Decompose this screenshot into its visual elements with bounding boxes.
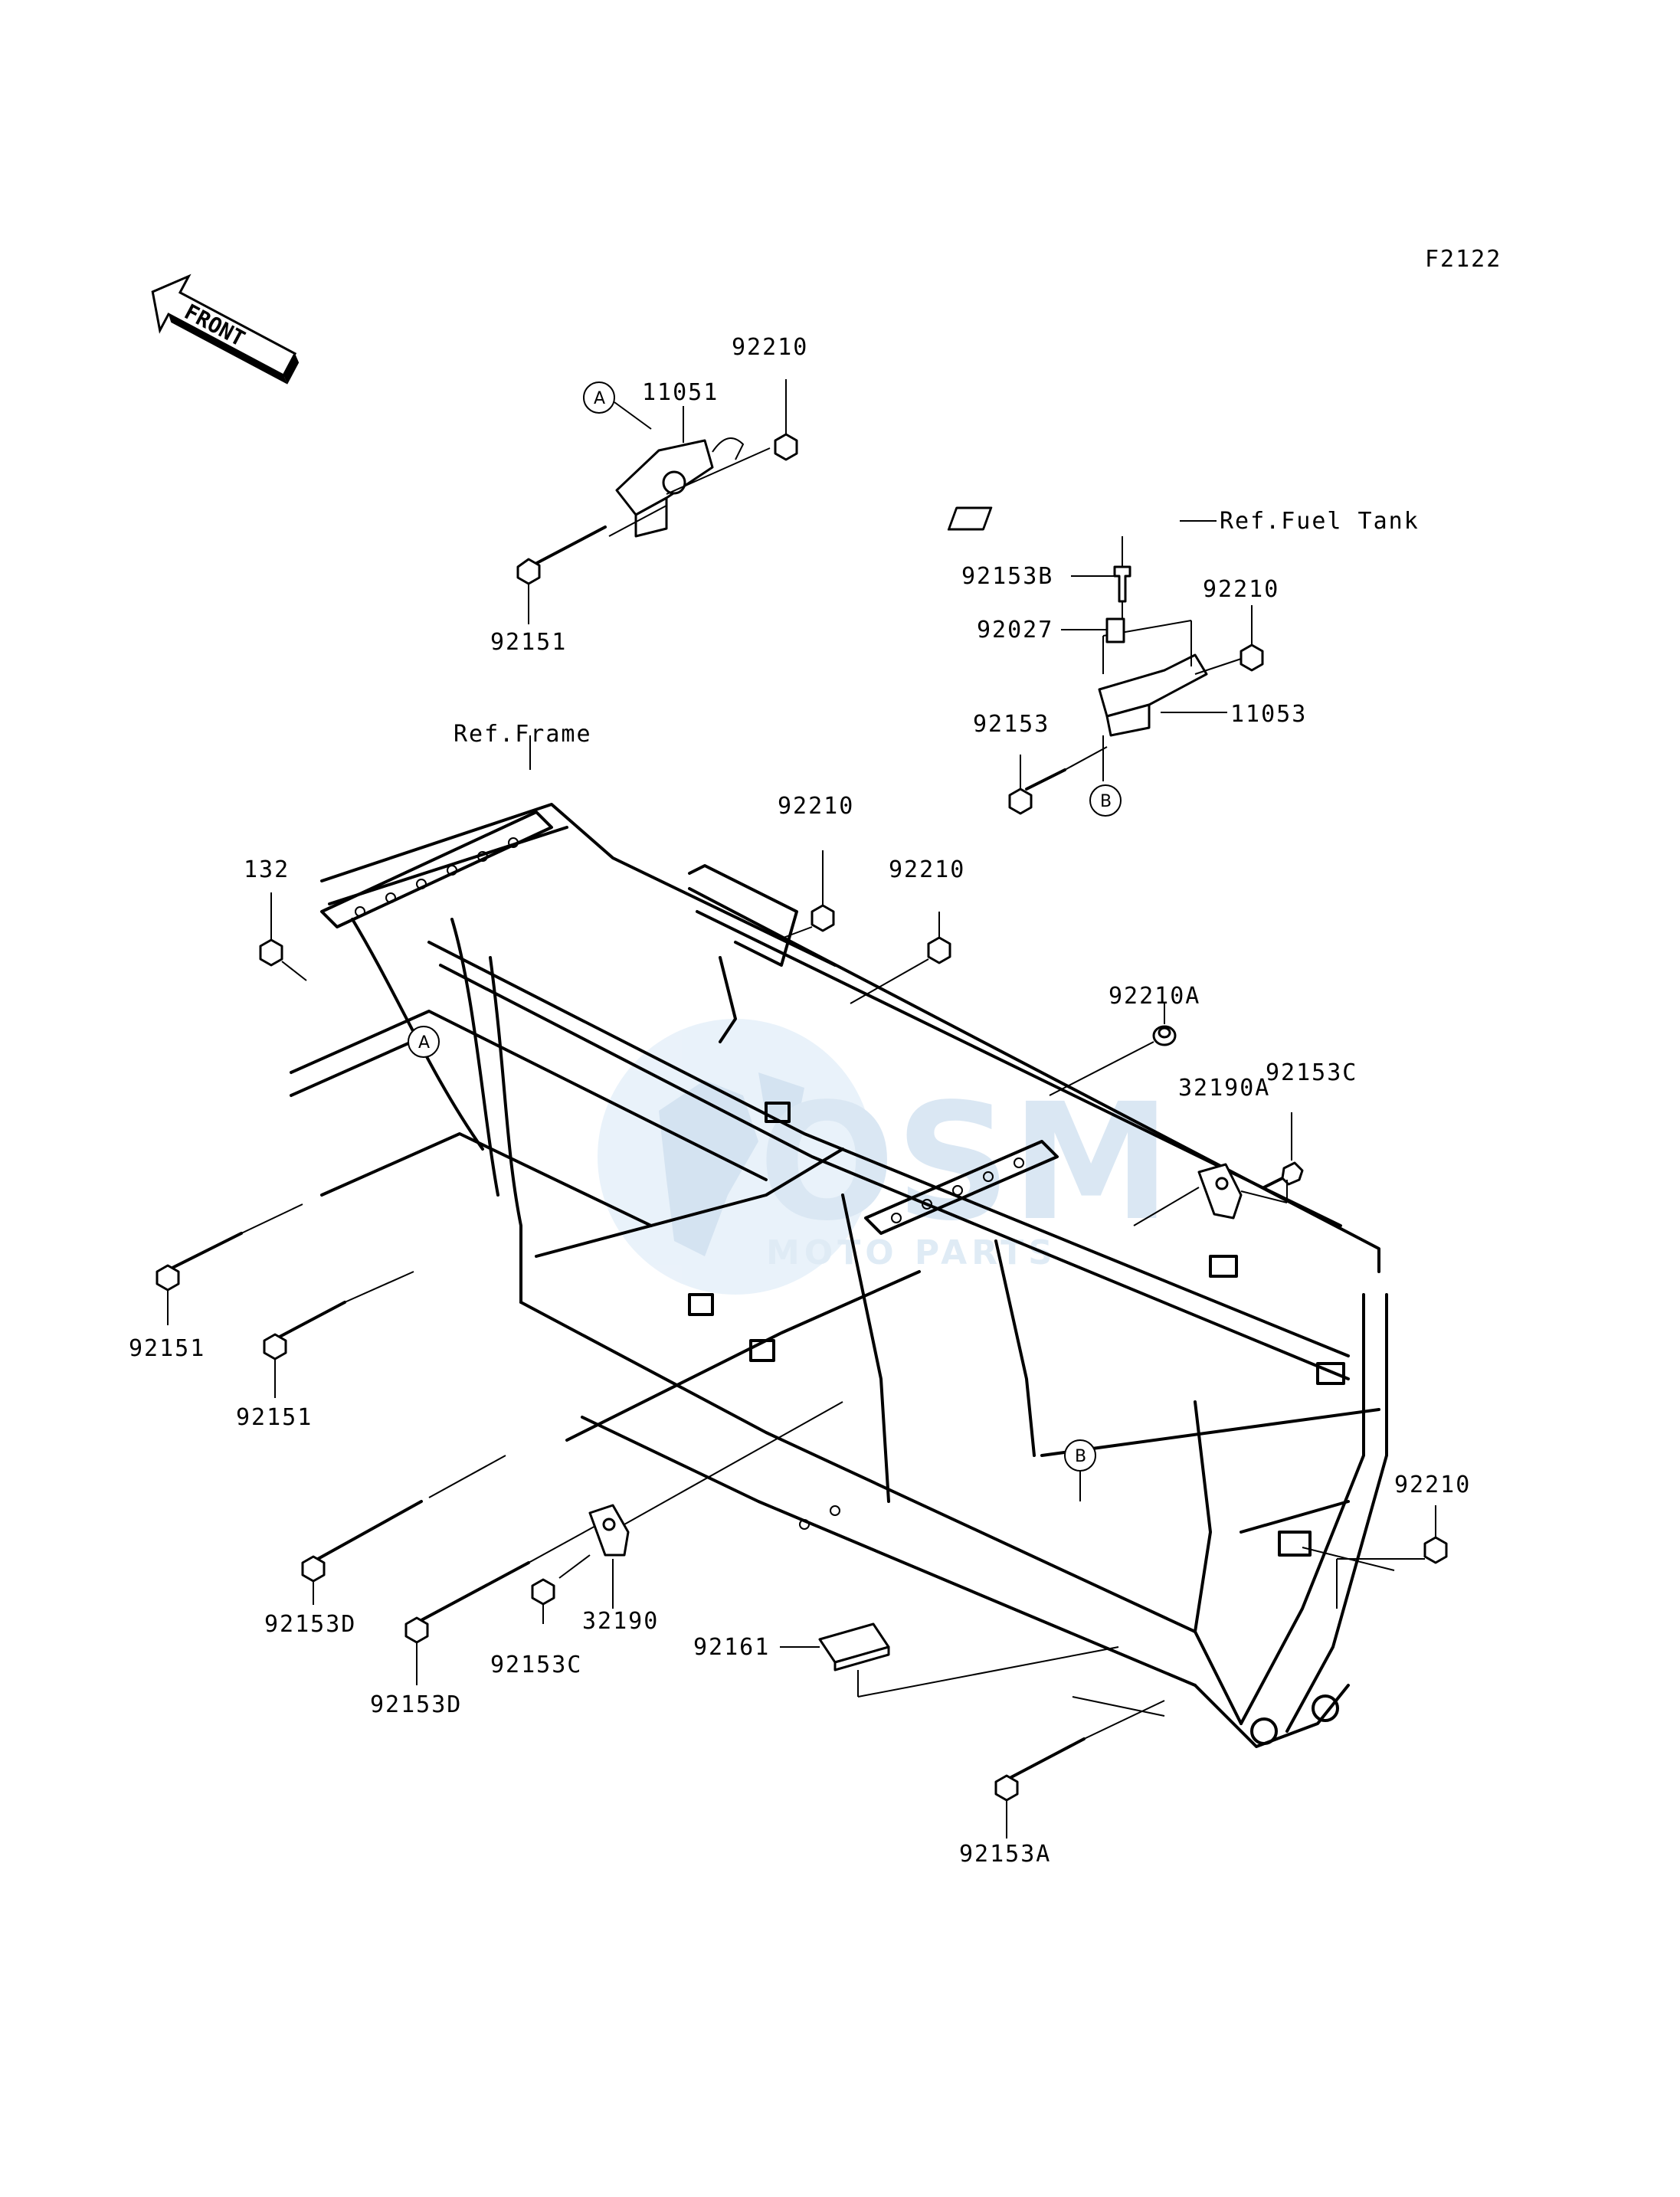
part-labels: 92210 11051 92151 Ref.Fuel Tank 92153B 9… — [129, 334, 1471, 1868]
label-92210-mid1: 92210 — [778, 793, 854, 820]
label-11051: 11051 — [642, 379, 719, 406]
pad-92161 — [818, 1622, 890, 1671]
label-92151-left1: 92151 — [129, 1335, 205, 1362]
collar-92027 — [1105, 617, 1125, 643]
label-92151-left2: 92151 — [236, 1404, 313, 1431]
front-arrow-icon: FRONT — [151, 273, 300, 385]
nut-92210-right — [1240, 643, 1264, 672]
label-92153c-low: 92153C — [490, 1652, 582, 1678]
svg-text:A: A — [594, 389, 605, 408]
bracket-11053-group — [947, 506, 1264, 815]
label-92151-top: 92151 — [490, 629, 567, 656]
label-92210-right: 92210 — [1203, 576, 1279, 603]
bolt-92153b — [1113, 565, 1131, 603]
svg-text:B: B — [1100, 792, 1112, 811]
bolt-92153c-low — [531, 1578, 555, 1606]
label-ref-frame: Ref.Frame — [454, 721, 592, 748]
label-92153a: 92153A — [959, 1841, 1051, 1868]
callout-b-frame: B — [1064, 1439, 1096, 1472]
bracket-11051-group — [516, 379, 798, 624]
bolt-92151-left1 — [156, 1232, 243, 1292]
plate-32190a — [1197, 1163, 1243, 1220]
label-92153d-1: 92153D — [264, 1611, 356, 1638]
label-ref-fuel-tank: Ref.Fuel Tank — [1220, 508, 1420, 535]
plate-holes — [355, 837, 1024, 1530]
label-92210-lower: 92210 — [1394, 1472, 1471, 1498]
bolt-92151-top — [516, 526, 607, 585]
callout-a-frame: A — [408, 1026, 440, 1058]
diagram-code: F2122 — [1425, 246, 1502, 273]
bolt-92151-left2 — [263, 1301, 346, 1360]
label-92210-mid2: 92210 — [889, 856, 965, 883]
nut-92210-mid1 — [811, 904, 835, 932]
label-132: 132 — [244, 856, 290, 883]
nut-92210-lower — [1423, 1536, 1448, 1564]
label-32190a: 32190A — [1178, 1075, 1270, 1102]
label-92210a: 92210A — [1109, 983, 1200, 1010]
pad-ref-fuel-tank — [947, 506, 993, 531]
callout-a-top: A — [583, 381, 615, 414]
label-92210-top: 92210 — [732, 334, 808, 361]
nut-92210-top — [774, 433, 798, 461]
label-32190: 32190 — [582, 1608, 659, 1635]
bolt-92153d-1 — [301, 1500, 423, 1583]
plate-32190 — [588, 1504, 630, 1557]
label-11053: 11053 — [1230, 701, 1307, 728]
label-92153d-2: 92153D — [370, 1691, 462, 1718]
callout-b-top: B — [1089, 784, 1122, 817]
label-92027: 92027 — [977, 617, 1053, 643]
watermark-sub: MOTO PARTS — [766, 1233, 1057, 1272]
label-92153c-right: 92153C — [1266, 1059, 1357, 1086]
bolt-92153a — [994, 1737, 1086, 1802]
nut-132 — [259, 938, 283, 967]
watermark: OSM MOTO PARTS — [598, 1019, 1171, 1295]
label-92153b: 92153B — [961, 563, 1053, 590]
nut-92210-mid2 — [927, 936, 951, 964]
bolt-92153 — [1008, 768, 1066, 815]
label-92153: 92153 — [973, 711, 1050, 738]
svg-text:A: A — [418, 1033, 430, 1053]
watermark-continents — [659, 1072, 804, 1256]
bolt-92153d-2 — [404, 1561, 530, 1644]
main-frame — [290, 803, 1388, 1748]
bolt-92153c-right — [1262, 1161, 1304, 1189]
svg-text:B: B — [1075, 1447, 1086, 1466]
label-92161: 92161 — [693, 1634, 770, 1661]
nut-92210a — [1152, 1025, 1177, 1046]
